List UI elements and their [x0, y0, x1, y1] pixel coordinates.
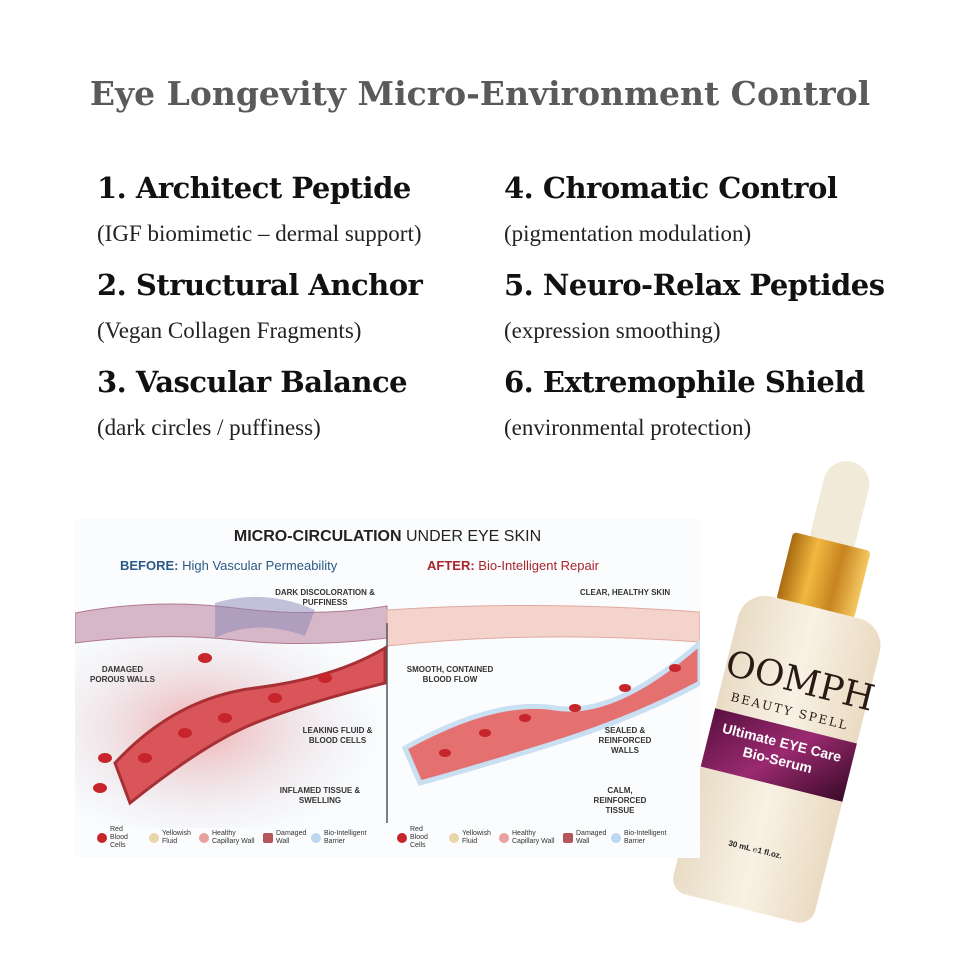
- red-blood-cell-icon: [97, 833, 107, 843]
- legend-item: Damaged Wall: [263, 826, 306, 850]
- legend-item: Red Blood Cells: [397, 826, 442, 850]
- legend-item: Damaged Wall: [563, 826, 606, 850]
- label: CLEAR, HEALTHY SKIN: [579, 588, 671, 597]
- ingredient-heading: 2. Structural Anchor: [97, 268, 423, 302]
- ingredient-heading: 5. Neuro-Relax Peptides: [504, 268, 885, 302]
- red-blood-cell-icon: [397, 833, 407, 843]
- healthy-wall-icon: [199, 833, 209, 843]
- label: DAMAGED POROUS WALLS: [90, 665, 155, 684]
- ingredient-4: 4. Chromatic Control (pigmentation modula…: [504, 168, 885, 265]
- healthy-capillary: [401, 639, 700, 786]
- label: SMOOTH, CONTAINED BLOOD FLOW: [406, 665, 494, 684]
- ingredient-heading: 6. Extremophile Shield: [504, 365, 865, 399]
- dropper-bulb: [808, 456, 875, 551]
- before-heading: BEFORE: High Vascular Permeability: [120, 558, 338, 573]
- diagram-illustration: [75, 596, 700, 828]
- legend-item: Yellowish Fluid: [149, 826, 192, 850]
- ingredient-heading: 4. Chromatic Control: [504, 171, 838, 205]
- diagram-title: MICRO-CIRCULATION UNDER EYE SKIN: [233, 528, 542, 545]
- skin-layer-after: [386, 604, 700, 647]
- ingredient-list-right: 4. Chromatic Control (pigmentation modula…: [504, 168, 885, 459]
- ingredient-desc: (dark circles / puffiness): [97, 415, 321, 440]
- microcirculation-diagram: MICRO-CIRCULATION UNDER EYE SKIN BEFORE:…: [75, 518, 700, 858]
- label: LEAKING FLUID & BLOOD CELLS: [302, 726, 373, 745]
- legend-item: Bio-Intelligent Barrier: [611, 826, 676, 850]
- ingredient-desc: (Vegan Collagen Fragments): [97, 318, 362, 343]
- ingredient-desc: (pigmentation modulation): [504, 221, 752, 246]
- damaged-wall-icon: [263, 833, 273, 843]
- ingredient-desc: (environmental protection): [504, 415, 752, 440]
- healthy-wall-icon: [499, 833, 509, 843]
- label: INFLAMED TISSUE & SWELLING: [279, 786, 361, 805]
- barrier-icon: [311, 833, 321, 843]
- fluid-drop-icon: [149, 833, 159, 843]
- ingredient-1: 1. Architect Peptide (IGF biomimetic – de…: [97, 168, 422, 265]
- legend-after: Red Blood Cells Yellowish Fluid Healthy …: [397, 826, 676, 850]
- legend-before: Red Blood Cells Yellowish Fluid Healthy …: [97, 826, 376, 850]
- ingredient-list-left: 1. Architect Peptide (IGF biomimetic – de…: [97, 168, 423, 459]
- legend-item: Yellowish Fluid: [449, 826, 492, 850]
- ingredient-heading: 3. Vascular Balance: [97, 365, 408, 399]
- ingredient-heading: 1. Architect Peptide: [97, 171, 411, 205]
- ingredient-6: 6. Extremophile Shield (environmental pro…: [504, 362, 885, 459]
- ingredient-desc: (IGF biomimetic – dermal support): [97, 221, 422, 246]
- ingredient-3: 3. Vascular Balance (dark circles / puffi…: [97, 362, 422, 459]
- fluid-drop-icon: [449, 833, 459, 843]
- damaged-capillary: [113, 645, 387, 806]
- ingredient-5: 5. Neuro-Relax Peptides (expression smoot…: [504, 265, 885, 362]
- barrier-icon: [611, 833, 621, 843]
- red-blood-cells: [93, 653, 681, 793]
- damaged-wall-icon: [563, 833, 573, 843]
- label: CALM, REINFORCED TISSUE: [593, 786, 647, 815]
- ingredient-2: 2. Structural Anchor (Vegan Collagen Frag…: [97, 265, 423, 362]
- label: SEALED & REINFORCED WALLS: [598, 726, 652, 755]
- ingredient-desc: (expression smoothing): [504, 318, 721, 343]
- legend-item: Red Blood Cells: [97, 826, 142, 850]
- legend-item: Healthy Capillary Wall: [199, 826, 256, 850]
- label: DARK DISCOLORATION & PUFFINESS: [275, 588, 375, 607]
- legend-item: Bio-Intelligent Barrier: [311, 826, 376, 850]
- after-heading: AFTER: Bio-Intelligent Repair: [427, 558, 599, 573]
- dark-discoloration: [215, 596, 315, 638]
- page-title: Eye Longevity Micro-Environment Control: [89, 74, 871, 113]
- legend-item: Healthy Capillary Wall: [499, 826, 556, 850]
